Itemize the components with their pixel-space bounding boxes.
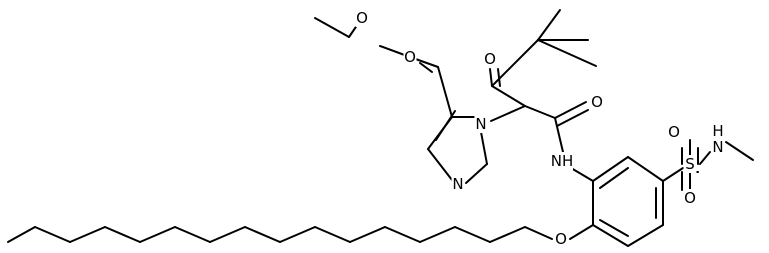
bond-30 xyxy=(592,224,629,247)
alkyl-chain-bond-1 xyxy=(454,226,491,243)
bond-8 xyxy=(427,148,453,181)
alkyl-chain-bond-12 xyxy=(69,226,106,243)
bond-20 xyxy=(537,39,597,67)
bond-34 xyxy=(599,219,629,237)
atom-label-os1: O xyxy=(668,123,680,141)
bond-24 xyxy=(554,117,564,153)
bond-44 xyxy=(569,224,594,240)
alkyl-chain-bond-10 xyxy=(139,226,176,243)
alkyl-chain-bond-14 xyxy=(7,226,36,243)
bond-43 xyxy=(725,141,754,161)
atom-label-oc1: O xyxy=(356,9,368,27)
alkyl-chain-bond-9 xyxy=(174,226,211,243)
alkyl-chain-bond-13 xyxy=(34,226,71,243)
atom-label-oa: O xyxy=(591,93,603,111)
atom-label-bg xyxy=(711,122,725,140)
alkyl-chain-bond-0 xyxy=(489,226,526,243)
atom-label-n3: N xyxy=(452,175,463,193)
alkyl-chain-bond-7 xyxy=(244,226,281,243)
bond-21 xyxy=(524,105,556,119)
atom-label-bg xyxy=(683,189,697,207)
atom-label-bg xyxy=(474,115,488,133)
bond-16 xyxy=(497,68,501,87)
bond-17 xyxy=(491,39,539,87)
bond-42 xyxy=(699,151,711,165)
atom-label-bg xyxy=(403,48,417,66)
bond-19 xyxy=(537,9,561,41)
bond-26 xyxy=(592,156,629,182)
atom-label-n1: N xyxy=(475,115,486,133)
bond-10 xyxy=(465,163,488,184)
alkyl-chain-bond-11 xyxy=(104,226,141,243)
atom-label-bg xyxy=(590,93,604,111)
bond-15 xyxy=(489,68,493,87)
alkyl-chain-bond-3 xyxy=(384,226,421,243)
atom-label-bg xyxy=(355,9,369,27)
bond-27 xyxy=(627,156,664,182)
bond-layer xyxy=(7,9,754,247)
bond-35 xyxy=(662,167,684,182)
bond-14 xyxy=(491,85,526,107)
bond-7 xyxy=(435,110,456,141)
atom-label-bg xyxy=(451,175,465,193)
atom-label-ns: N xyxy=(712,138,723,156)
atom-label-bg xyxy=(711,138,725,156)
bond-13 xyxy=(490,105,526,122)
alkyl-chain-bond-2 xyxy=(419,226,456,243)
atom-label-bg xyxy=(683,155,697,173)
bond-22 xyxy=(554,101,587,119)
bond-23 xyxy=(556,109,589,127)
atom-label-bg xyxy=(551,152,573,170)
atom-label-nh: NH xyxy=(551,152,574,170)
atom-label-oc2: O xyxy=(404,48,416,66)
atom-label-bg xyxy=(483,50,497,68)
atom-label-oe: O xyxy=(555,230,567,248)
bond-32 xyxy=(599,167,629,189)
alkyl-chain-bond-6 xyxy=(279,226,316,243)
atom-label-bg xyxy=(554,230,568,248)
bond-45 xyxy=(524,226,553,240)
bond-5 xyxy=(419,62,433,73)
atom-label-bg xyxy=(667,123,681,141)
bond-4 xyxy=(437,66,453,118)
atom-label-os2: O xyxy=(684,189,696,207)
atom-label-ok: O xyxy=(484,50,496,68)
bond-11 xyxy=(480,131,488,165)
alkyl-chain-bond-4 xyxy=(349,226,386,243)
bond-29 xyxy=(627,224,664,247)
bond-0 xyxy=(314,17,350,38)
atom-label-s: S xyxy=(685,155,695,173)
bond-25 xyxy=(570,167,594,182)
alkyl-chain-bond-8 xyxy=(209,226,246,243)
alkyl-chain-bond-5 xyxy=(314,226,351,243)
atom-label-hs: H xyxy=(712,122,723,140)
